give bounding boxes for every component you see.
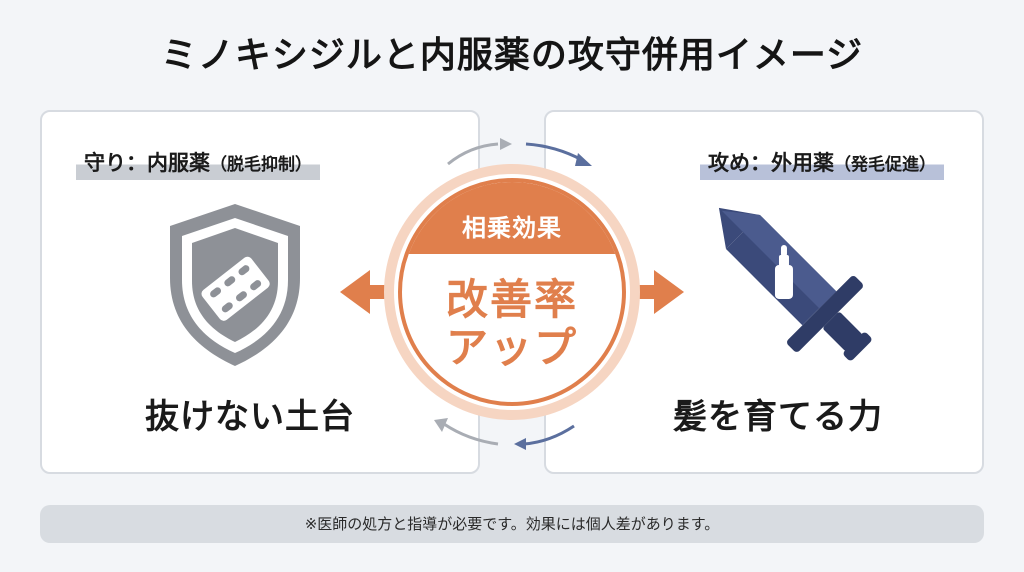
defense-label-sub: （脱毛抑制）	[210, 155, 312, 175]
defense-label-main: 守り：内服薬	[84, 151, 210, 175]
cycle-arrow-top-right-head	[575, 153, 592, 166]
synergy-main-text: 改善率 アップ	[412, 276, 612, 372]
cycle-arrow-bottom-left	[443, 422, 499, 446]
defense-caption: 抜けない土台	[145, 397, 355, 437]
synergy-title: 相乗効果	[462, 214, 562, 242]
offense-label-main: 攻め：外用薬	[708, 151, 834, 175]
offense-caption: 髪を育てる力	[673, 397, 883, 437]
sword-with-dropper-bottle-icon	[696, 190, 896, 374]
cycle-arrow-bottom-left-head	[434, 418, 448, 432]
synergy-main-line-2: アップ	[445, 323, 578, 372]
synergy-main-line-1: 改善率	[445, 275, 578, 324]
offense-label-sub: （発毛促進）	[834, 155, 936, 175]
cycle-arrow-bottom-right	[523, 424, 575, 446]
cycle-arrow-top-left	[447, 142, 499, 166]
offense-label: 攻め：外用薬（発毛促進）	[700, 146, 944, 180]
shield-with-pill-pack-icon	[160, 200, 310, 374]
cycle-arrow-top-left-head	[500, 138, 512, 150]
cycle-arrow-top-right	[525, 142, 583, 162]
cycle-arrow-bottom-right-head	[514, 438, 526, 450]
page-title: ミノキシジルと内服薬の攻守併用イメージ	[160, 35, 864, 76]
disclaimer-note: ※医師の処方と指導が必要です。効果には個人差があります。	[40, 505, 984, 543]
defense-label: 守り：内服薬（脱毛抑制）	[76, 146, 320, 180]
